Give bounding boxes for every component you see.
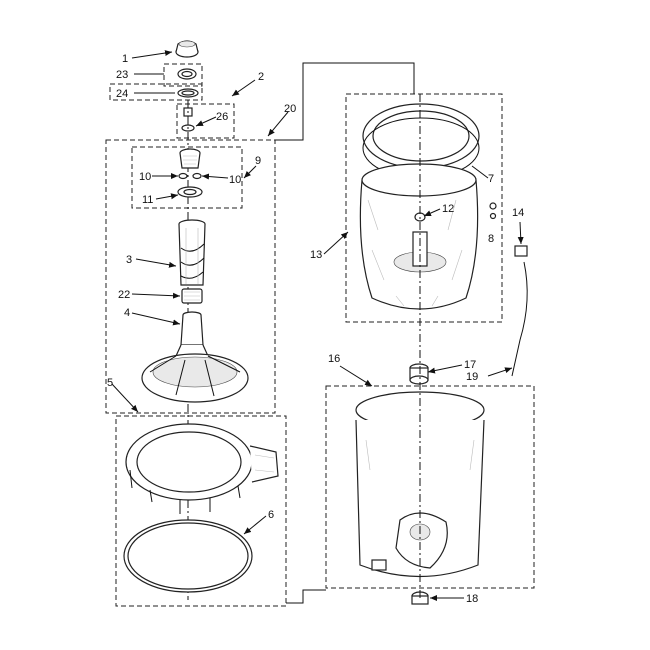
label-18: 18 <box>466 593 478 605</box>
part-tub-ring <box>125 423 279 514</box>
part-cam-assembly <box>177 148 203 198</box>
label-8: 8 <box>488 233 494 245</box>
group-box-24 <box>109 83 203 101</box>
group-box-9 <box>131 146 243 209</box>
label-14: 14 <box>512 207 524 219</box>
label-23: 23 <box>116 69 128 81</box>
label-2: 2 <box>258 71 264 83</box>
part-clutch <box>181 288 203 304</box>
label-11: 11 <box>142 194 153 206</box>
label-17: 17 <box>464 359 476 371</box>
part-gasket <box>123 519 253 593</box>
label-19: 19 <box>466 371 478 383</box>
group-box-16 <box>325 385 535 589</box>
part-ring <box>177 88 199 98</box>
part-drive-nut <box>409 363 429 385</box>
group-box-5 <box>115 415 287 607</box>
label-6: 6 <box>268 509 274 521</box>
label-7: 7 <box>488 173 494 185</box>
label-1: 1 <box>122 53 128 65</box>
part-agitator-base <box>141 311 249 403</box>
group-box-20 <box>105 139 276 414</box>
part-basket <box>359 163 479 310</box>
connector-line-bottom <box>286 589 326 604</box>
part-agitator-barrel <box>178 219 206 286</box>
label-4: 4 <box>124 307 130 319</box>
part-screw <box>489 202 497 220</box>
label-10-left: 10 <box>139 171 151 183</box>
part-balance-ring <box>362 103 480 179</box>
label-10-right: 10 <box>229 174 241 186</box>
leader-lines <box>111 50 524 601</box>
label-5: 5 <box>107 377 113 389</box>
label-24: 24 <box>116 88 128 100</box>
label-16: 16 <box>328 353 340 365</box>
label-3: 3 <box>126 254 132 266</box>
label-13: 13 <box>310 249 322 261</box>
part-cap <box>175 40 199 58</box>
label-22: 22 <box>118 289 130 301</box>
connector-line <box>275 62 415 141</box>
label-26: 26 <box>216 111 228 123</box>
group-box-23 <box>163 63 203 87</box>
label-20: 20 <box>284 103 296 115</box>
part-hose <box>511 245 528 377</box>
group-box-2 <box>176 103 235 139</box>
label-9: 9 <box>255 155 261 167</box>
part-seal <box>177 68 197 80</box>
label-12: 12 <box>442 203 454 215</box>
